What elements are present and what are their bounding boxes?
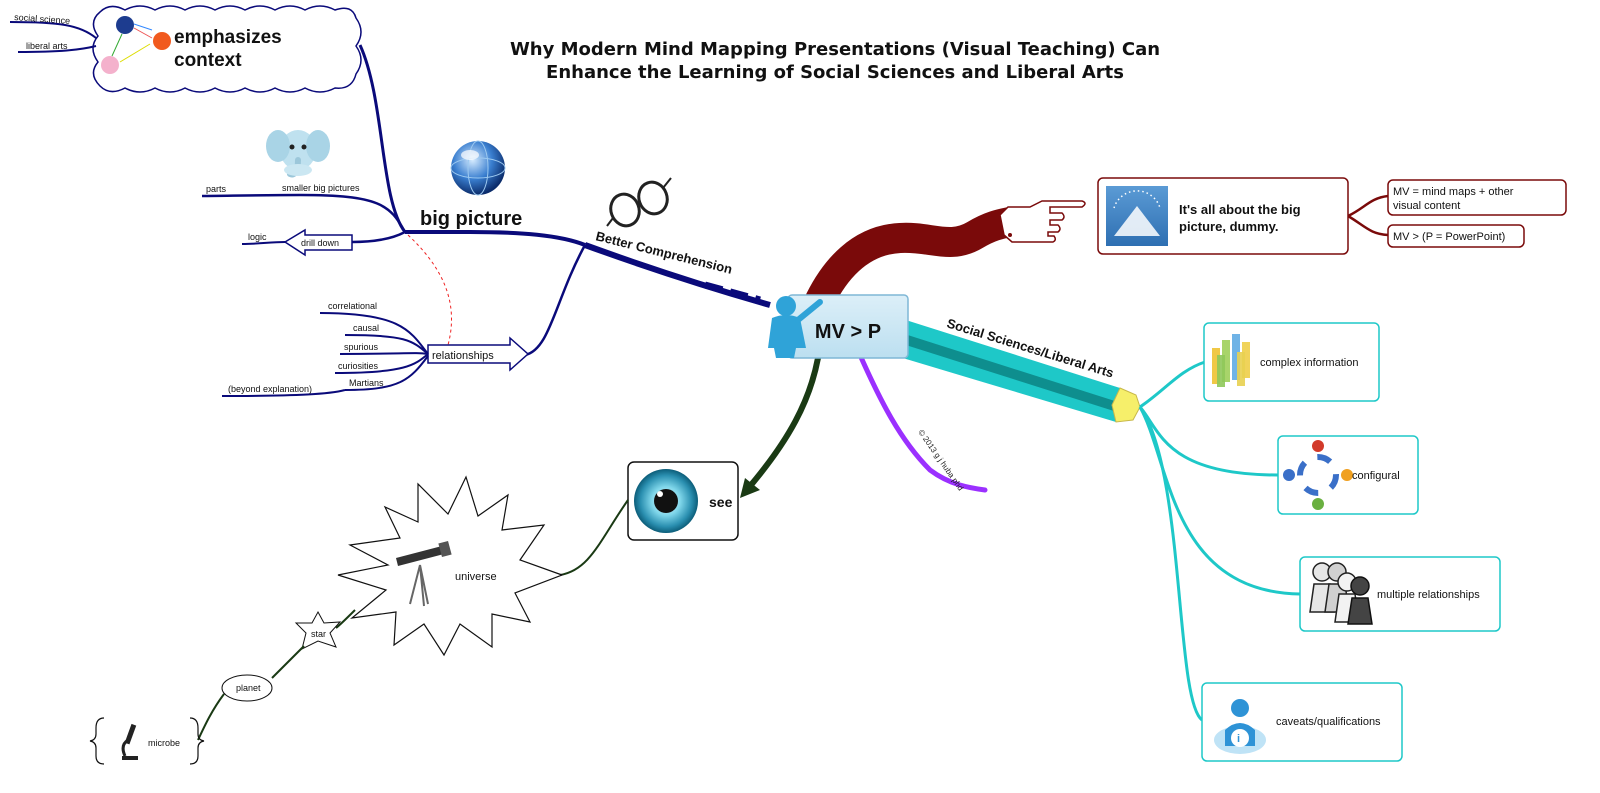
universe-star-connector bbox=[336, 610, 355, 628]
dummy-line-2: picture, dummy. bbox=[1179, 219, 1278, 234]
pointing-hand-icon bbox=[1000, 201, 1085, 242]
rel-item-spurious: spurious bbox=[344, 342, 379, 352]
smaller-big-pictures-branch[interactable]: smaller big pictures parts bbox=[202, 183, 405, 232]
multiple-relationships-label: multiple relationships bbox=[1377, 589, 1480, 601]
dummy-subtopics: MV = mind maps + other visual content MV… bbox=[1348, 180, 1566, 247]
caveats-node[interactable]: i caveats/qualifications bbox=[1202, 683, 1402, 761]
mv-definition-line-2: visual content bbox=[1393, 200, 1460, 212]
branch-better-comprehension[interactable]: Better Comprehension bbox=[585, 228, 770, 312]
planet-label: planet bbox=[236, 683, 261, 693]
mv-vs-powerpoint: MV > (P = PowerPoint) bbox=[1393, 231, 1505, 243]
microscope-icon bbox=[122, 724, 138, 760]
elephant-icon bbox=[266, 130, 330, 176]
liberal-arts-label: liberal arts bbox=[26, 41, 68, 51]
center-node[interactable]: MV > P bbox=[768, 295, 908, 358]
map-title: Why Modern Mind Mapping Presentations (V… bbox=[510, 39, 1160, 83]
emphasizes-connector bbox=[360, 45, 405, 232]
universe-node[interactable]: universe bbox=[338, 477, 562, 655]
microbe-node[interactable]: microbe bbox=[90, 718, 204, 764]
caveats-label: caveats/qualifications bbox=[1276, 716, 1381, 728]
globe-icon bbox=[451, 141, 505, 195]
title-line-1: Why Modern Mind Mapping Presentations (V… bbox=[510, 39, 1160, 60]
multiple-relationships-node[interactable]: multiple relationships bbox=[1300, 557, 1500, 631]
parts-label: parts bbox=[206, 184, 227, 194]
relationship-link bbox=[408, 235, 452, 345]
branch-big-picture[interactable]: big picture bbox=[405, 208, 585, 245]
social-science-label: social science bbox=[14, 12, 71, 26]
rel-item-correlational: correlational bbox=[328, 301, 377, 311]
rel-item-curiosities: curiosities bbox=[338, 361, 379, 371]
star-label: star bbox=[311, 629, 326, 639]
glasses-icon bbox=[606, 178, 671, 230]
planet-node[interactable]: planet bbox=[222, 675, 272, 701]
big-picture-label: big picture bbox=[420, 208, 522, 230]
drill-down-branch[interactable]: drill down logic bbox=[242, 230, 405, 255]
emphasizes-subtopics: social science liberal arts bbox=[10, 12, 96, 52]
rel-item-martians: Martians bbox=[349, 378, 384, 388]
big-picture-dummy-node[interactable]: It's all about the big picture, dummy. bbox=[1098, 178, 1348, 254]
rel-item-beyond: (beyond explanation) bbox=[228, 384, 312, 394]
configural-node[interactable]: configural bbox=[1278, 436, 1418, 514]
emphasizes-context-node[interactable]: emphasizes context bbox=[93, 6, 361, 92]
mountain-logo-icon bbox=[1106, 186, 1168, 246]
social-sciences-connectors bbox=[1140, 362, 1300, 720]
universe-label: universe bbox=[455, 571, 497, 583]
see-node[interactable]: see bbox=[628, 462, 738, 540]
dummy-line-1: It's all about the big bbox=[1179, 202, 1301, 217]
title-line-2: Enhance the Learning of Social Sciences … bbox=[546, 62, 1124, 83]
emphasizes-line-2: context bbox=[174, 50, 242, 71]
drill-down-label: drill down bbox=[301, 238, 339, 248]
complex-information-node[interactable]: complex information bbox=[1204, 323, 1379, 401]
branch-social-sciences[interactable]: Social Sciences/Liberal Arts bbox=[886, 315, 1140, 422]
eye-icon bbox=[634, 469, 698, 533]
branch-see[interactable] bbox=[740, 358, 818, 498]
svg-text:i: i bbox=[1237, 733, 1240, 745]
configural-label: configural bbox=[1352, 470, 1400, 482]
star-node[interactable]: star bbox=[296, 612, 340, 649]
smaller-big-pictures-label: smaller big pictures bbox=[282, 183, 360, 193]
relationships-label: relationships bbox=[432, 350, 494, 362]
complex-information-label: complex information bbox=[1260, 357, 1358, 369]
logic-label: logic bbox=[248, 232, 267, 242]
mv-definition-line-1: MV = mind maps + other bbox=[1393, 186, 1514, 198]
emphasizes-line-1: emphasizes bbox=[174, 27, 282, 48]
center-label: MV > P bbox=[815, 321, 881, 343]
see-label: see bbox=[709, 494, 733, 510]
relationship-items: correlational causal spurious curiositie… bbox=[222, 301, 428, 396]
planet-microbe-connector bbox=[198, 694, 224, 740]
branch-big-picture-dummy[interactable] bbox=[820, 222, 1010, 300]
star-planet-connector bbox=[272, 646, 304, 678]
rel-item-causal: causal bbox=[353, 323, 379, 333]
see-universe-connector bbox=[560, 500, 628, 575]
microbe-label: microbe bbox=[148, 738, 180, 748]
relationships-branch[interactable]: relationships bbox=[428, 245, 585, 370]
